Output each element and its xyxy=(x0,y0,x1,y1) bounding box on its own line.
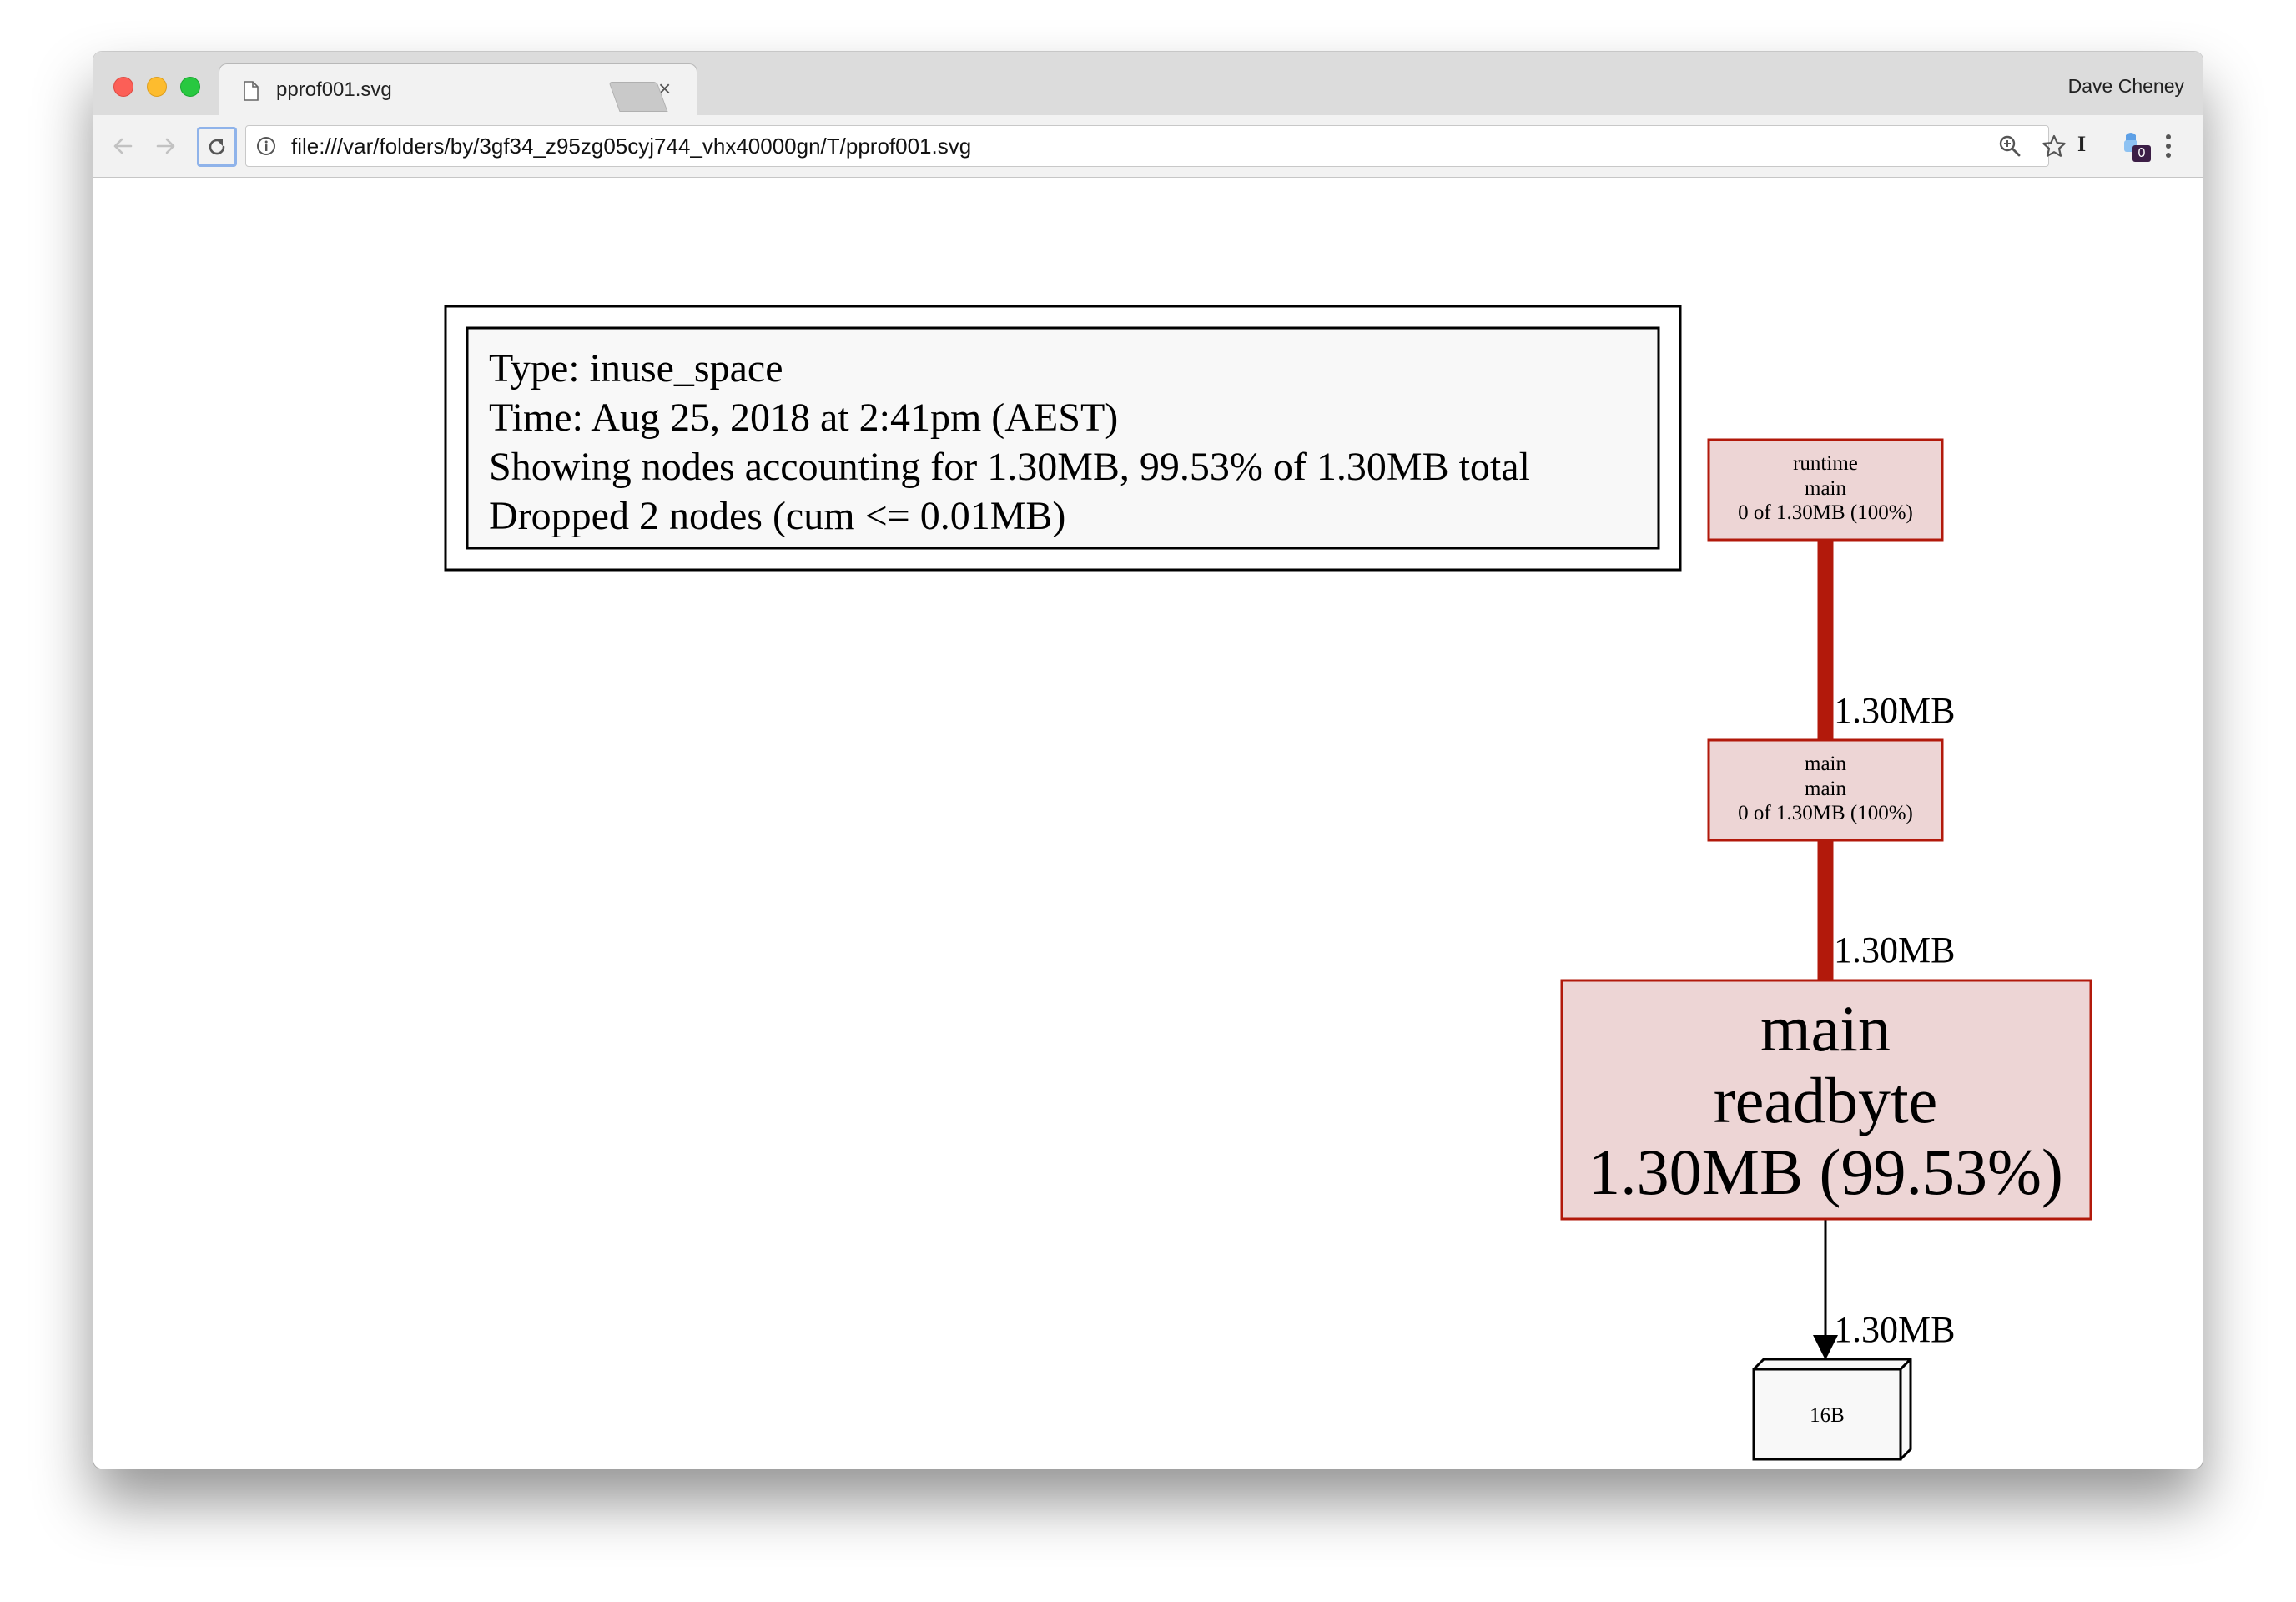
minimize-window-button[interactable] xyxy=(147,77,167,97)
edge-runtime-main-to-main-main[interactable]: 1.30MB xyxy=(1798,540,1955,841)
tab-strip: pprof001.svg × Dave Cheney xyxy=(93,52,2203,118)
close-window-button[interactable] xyxy=(113,77,133,97)
forward-button[interactable] xyxy=(150,130,182,162)
legend-line: Time: Aug 25, 2018 at 2:41pm (AEST) xyxy=(489,395,1118,440)
edge-label: 1.30MB xyxy=(1834,1309,1955,1350)
tab-title: pprof001.svg xyxy=(276,78,392,101)
zoom-window-button[interactable] xyxy=(180,77,200,97)
edge-readbyte-to-16b[interactable]: 1.30MB xyxy=(1813,1219,1955,1360)
node-main-readbyte[interactable]: main readbyte 1.30MB (99.53%) xyxy=(1560,979,2092,1221)
pprof-graph: Type: inuse_space Time: Aug 25, 2018 at … xyxy=(444,305,2092,1461)
legend: Type: inuse_space Time: Aug 25, 2018 at … xyxy=(444,305,1682,572)
node-16b[interactable]: 16B xyxy=(1752,1358,1912,1461)
page-content: Type: inuse_space Time: Aug 25, 2018 at … xyxy=(93,178,2203,1468)
node-label: main xyxy=(1805,477,1846,500)
edge-main-main-to-readbyte[interactable]: 1.30MB xyxy=(1798,840,1955,1080)
edge-label: 1.30MB xyxy=(1834,690,1955,731)
node-label: 1.30MB (99.53%) xyxy=(1588,1136,2063,1208)
document-icon xyxy=(243,81,259,105)
node-label: 16B xyxy=(1810,1404,1845,1427)
node-label: main xyxy=(1760,992,1891,1065)
extension-badge: 0 xyxy=(2132,145,2151,162)
zoom-icon[interactable] xyxy=(1998,134,2022,162)
arrow-right-icon xyxy=(156,138,175,154)
browser-window: pprof001.svg × Dave Cheney xyxy=(93,52,2203,1468)
info-icon[interactable] xyxy=(256,136,276,160)
legend-line: Showing nodes accounting for 1.30MB, 99.… xyxy=(489,445,1530,489)
node-label: runtime xyxy=(1793,452,1858,475)
back-button[interactable] xyxy=(107,130,138,162)
legend-line: Dropped 2 nodes (cum <= 0.01MB) xyxy=(489,494,1065,538)
node-label: main xyxy=(1805,778,1846,800)
legend-inner-box xyxy=(466,326,1660,550)
menu-kebab-icon[interactable] xyxy=(2164,134,2173,163)
node-runtime-main[interactable]: runtime main 0 of 1.30MB (100%) xyxy=(1707,438,1944,542)
legend-line: Type: inuse_space xyxy=(489,346,783,390)
bookmark-star-icon[interactable] xyxy=(2042,134,2067,162)
extension-i-icon[interactable]: I xyxy=(2077,132,2087,156)
reload-button[interactable] xyxy=(197,127,237,167)
node-label: 0 of 1.30MB (100%) xyxy=(1738,501,1913,524)
browser-toolbar: file:///var/folders/by/3gf34_z95zg05cyj7… xyxy=(93,115,2203,178)
arrow-left-icon xyxy=(113,138,133,154)
node-label: main xyxy=(1805,753,1846,775)
url-text[interactable]: file:///var/folders/by/3gf34_z95zg05cyj7… xyxy=(291,134,972,159)
profile-name[interactable]: Dave Cheney xyxy=(2067,75,2184,97)
node-main-main[interactable]: main main 0 of 1.30MB (100%) xyxy=(1707,738,1944,842)
extension-icon[interactable]: 0 xyxy=(2119,130,2151,162)
node-label: 0 of 1.30MB (100%) xyxy=(1738,802,1913,824)
address-bar[interactable]: file:///var/folders/by/3gf34_z95zg05cyj7… xyxy=(245,125,2066,167)
edge-label: 1.30MB xyxy=(1834,929,1955,970)
node-label: readbyte xyxy=(1714,1064,1938,1136)
reload-icon xyxy=(209,139,225,155)
